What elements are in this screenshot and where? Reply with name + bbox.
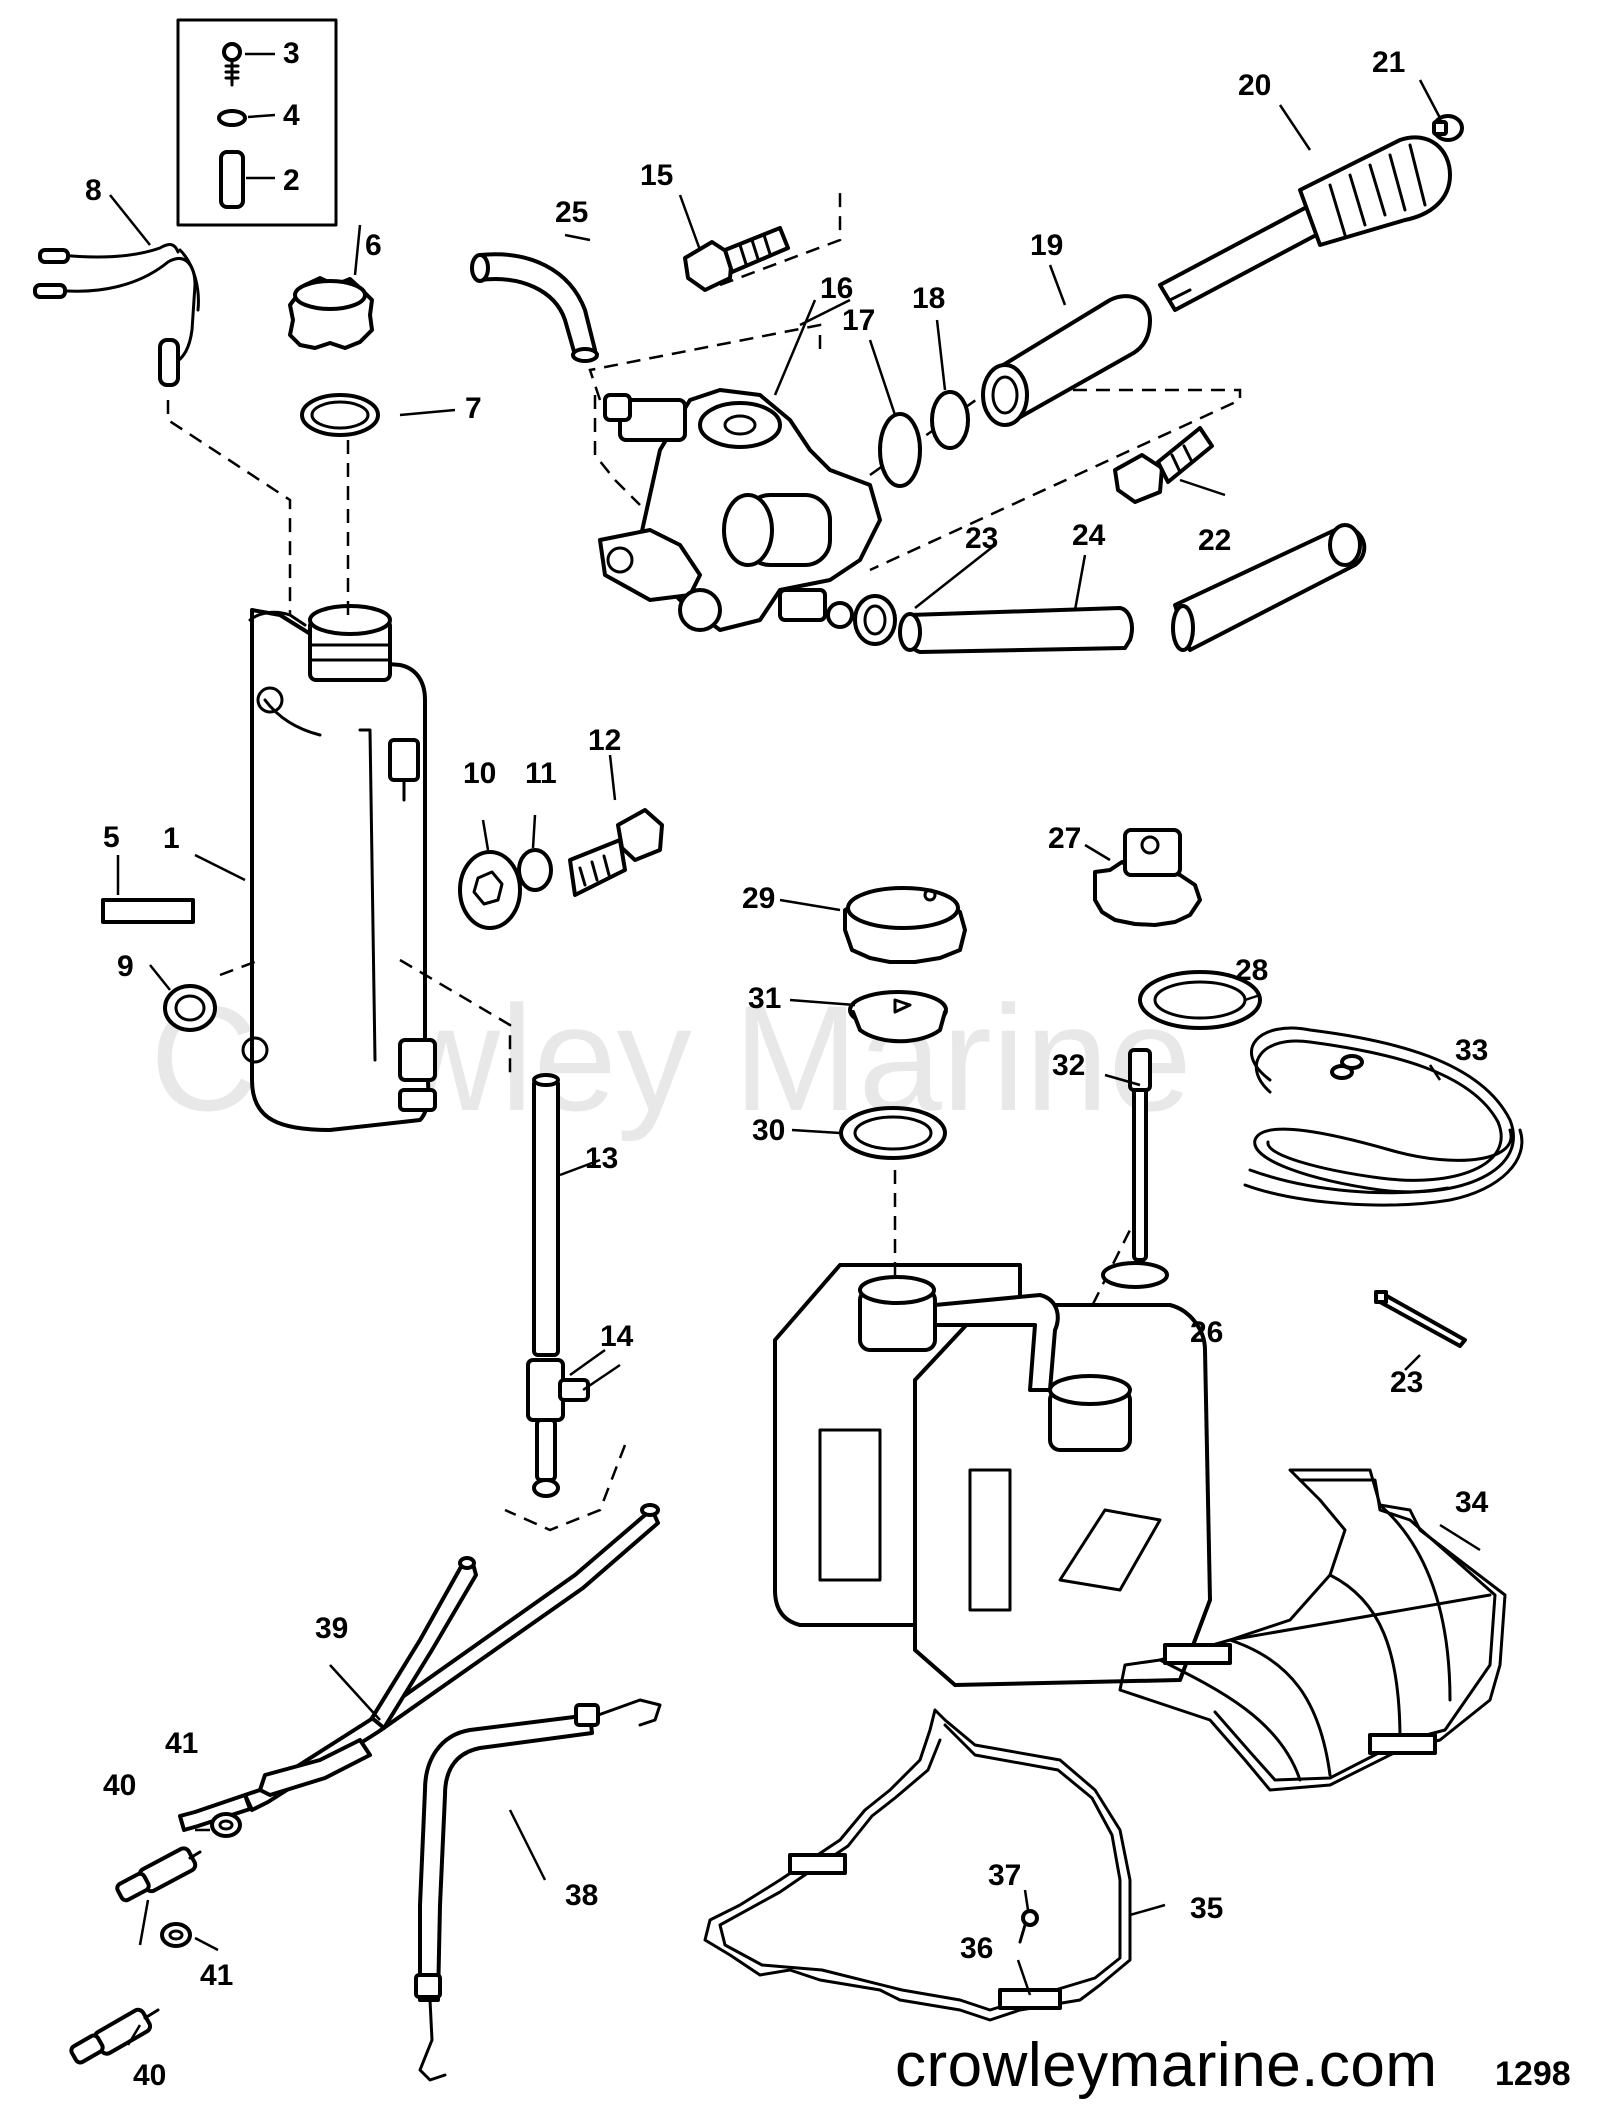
callout-31: 31 <box>748 982 781 1015</box>
callout-15: 15 <box>640 159 673 192</box>
oil-pump-16 <box>598 388 882 632</box>
callout-9: 9 <box>117 950 134 983</box>
connector-40-a <box>115 1846 202 1903</box>
callout-27: 27 <box>1048 822 1081 855</box>
tie-strap-23 <box>1374 1290 1467 1348</box>
screw-37 <box>1018 1909 1039 1944</box>
screw-3 <box>222 42 242 87</box>
plug-10 <box>458 850 522 930</box>
callout-7: 7 <box>465 392 482 425</box>
fuel-tank-26 <box>773 1263 1212 1687</box>
grommet-9 <box>163 984 217 1032</box>
callout-8: 8 <box>85 174 102 207</box>
figure-code: 1298 <box>1495 2055 1571 2093</box>
o-ring-17 <box>878 412 922 488</box>
callout-3: 3 <box>283 37 300 70</box>
hose-coil-33 <box>1243 1026 1524 1207</box>
callout-35: 35 <box>1190 1892 1223 1925</box>
fill-cap-6 <box>288 276 374 350</box>
callout-26: 26 <box>1190 1316 1223 1349</box>
callout-28: 28 <box>1235 954 1268 987</box>
callout-39: 39 <box>315 1612 348 1645</box>
connector-40-b <box>69 2007 160 2065</box>
fill-cap-29 <box>843 886 967 964</box>
tank-alignment-dash <box>166 400 512 1075</box>
tee-fitting-14 <box>526 1358 590 1498</box>
tray-bracket-34 <box>1118 1468 1507 1792</box>
o-ring-18 <box>930 390 970 450</box>
callout-4: 4 <box>283 99 300 132</box>
oil-tank-1 <box>241 604 437 1132</box>
callout-11: 11 <box>525 757 557 790</box>
callout-25: 25 <box>555 196 588 229</box>
callout-29: 29 <box>742 882 775 915</box>
tube-13 <box>532 1073 560 1357</box>
drive-gear-20 <box>1158 135 1452 312</box>
bolt-12 <box>568 808 664 897</box>
bolt-15 <box>683 226 790 292</box>
hardware-inset <box>176 18 338 227</box>
callout-17: 17 <box>842 304 875 337</box>
sleeve-2 <box>219 150 245 209</box>
callout-19: 19 <box>1030 229 1063 262</box>
gasket-7 <box>300 393 380 437</box>
callout-5: 5 <box>103 821 120 854</box>
callout-40-a: 40 <box>103 1769 136 1802</box>
callout-34: 34 <box>1455 1486 1489 1519</box>
callout-21: 21 <box>1372 46 1405 79</box>
hose-24-b <box>1171 523 1367 652</box>
callout-33: 33 <box>1455 1034 1488 1067</box>
gasket-30 <box>839 1106 947 1160</box>
callout-20: 20 <box>1238 69 1271 102</box>
frame-bracket-35 <box>703 1708 1132 2022</box>
hose-24-a <box>898 606 1134 654</box>
callout-23-pump: 23 <box>965 522 998 555</box>
callout-6: 6 <box>365 229 382 262</box>
washer-4 <box>217 109 247 127</box>
callout-38: 38 <box>565 1879 598 1912</box>
clamp-41-b <box>160 1922 192 1948</box>
callout-18: 18 <box>912 282 945 315</box>
callout-30: 30 <box>752 1114 785 1147</box>
clamp-23 <box>853 594 897 646</box>
inner-cap-31 <box>848 990 948 1044</box>
callout-41-b: 41 <box>200 1959 233 1992</box>
callout-40-b: 40 <box>133 2059 166 2092</box>
bolt-22 <box>1113 426 1214 504</box>
site-url: crowleymarine.com <box>895 2031 1438 2100</box>
callout-13: 13 <box>585 1142 618 1175</box>
callout-14: 14 <box>600 1320 634 1353</box>
callout-12: 12 <box>588 724 621 757</box>
tank-neck-dash <box>893 1170 1142 1311</box>
retainer-21 <box>1432 114 1464 142</box>
callout-41-a: 41 <box>165 1727 198 1760</box>
callout-2: 2 <box>283 164 300 197</box>
hose-assembly-39 <box>178 1503 660 1832</box>
callout-22: 22 <box>1198 524 1231 557</box>
leader-lines <box>109 79 1481 2046</box>
strap-38 <box>414 1698 662 2082</box>
sleeve-19 <box>981 294 1152 427</box>
fitting-dash <box>504 1444 627 1532</box>
callout-32: 32 <box>1052 1049 1085 1082</box>
callout-23-strap: 23 <box>1390 1366 1423 1399</box>
hose-25 <box>470 252 599 363</box>
wire-harness-8 <box>33 243 200 387</box>
callout-37: 37 <box>988 1859 1021 1892</box>
callout-labels: 1 2 3 4 5 6 7 8 9 10 11 12 13 14 15 16 1… <box>85 37 1489 2092</box>
pickup-tube-32 <box>1101 1048 1169 1289</box>
clamp-41-a <box>210 1812 242 1838</box>
callout-24: 24 <box>1072 519 1106 552</box>
callout-36: 36 <box>960 1932 993 1965</box>
washer-11 <box>517 848 553 892</box>
callout-1: 1 <box>163 822 180 855</box>
decal-5 <box>101 898 195 924</box>
callout-10: 10 <box>463 757 496 790</box>
callout-16: 16 <box>820 272 853 305</box>
vent-cap-27 <box>1093 828 1202 927</box>
bolt15-dash <box>719 185 842 287</box>
